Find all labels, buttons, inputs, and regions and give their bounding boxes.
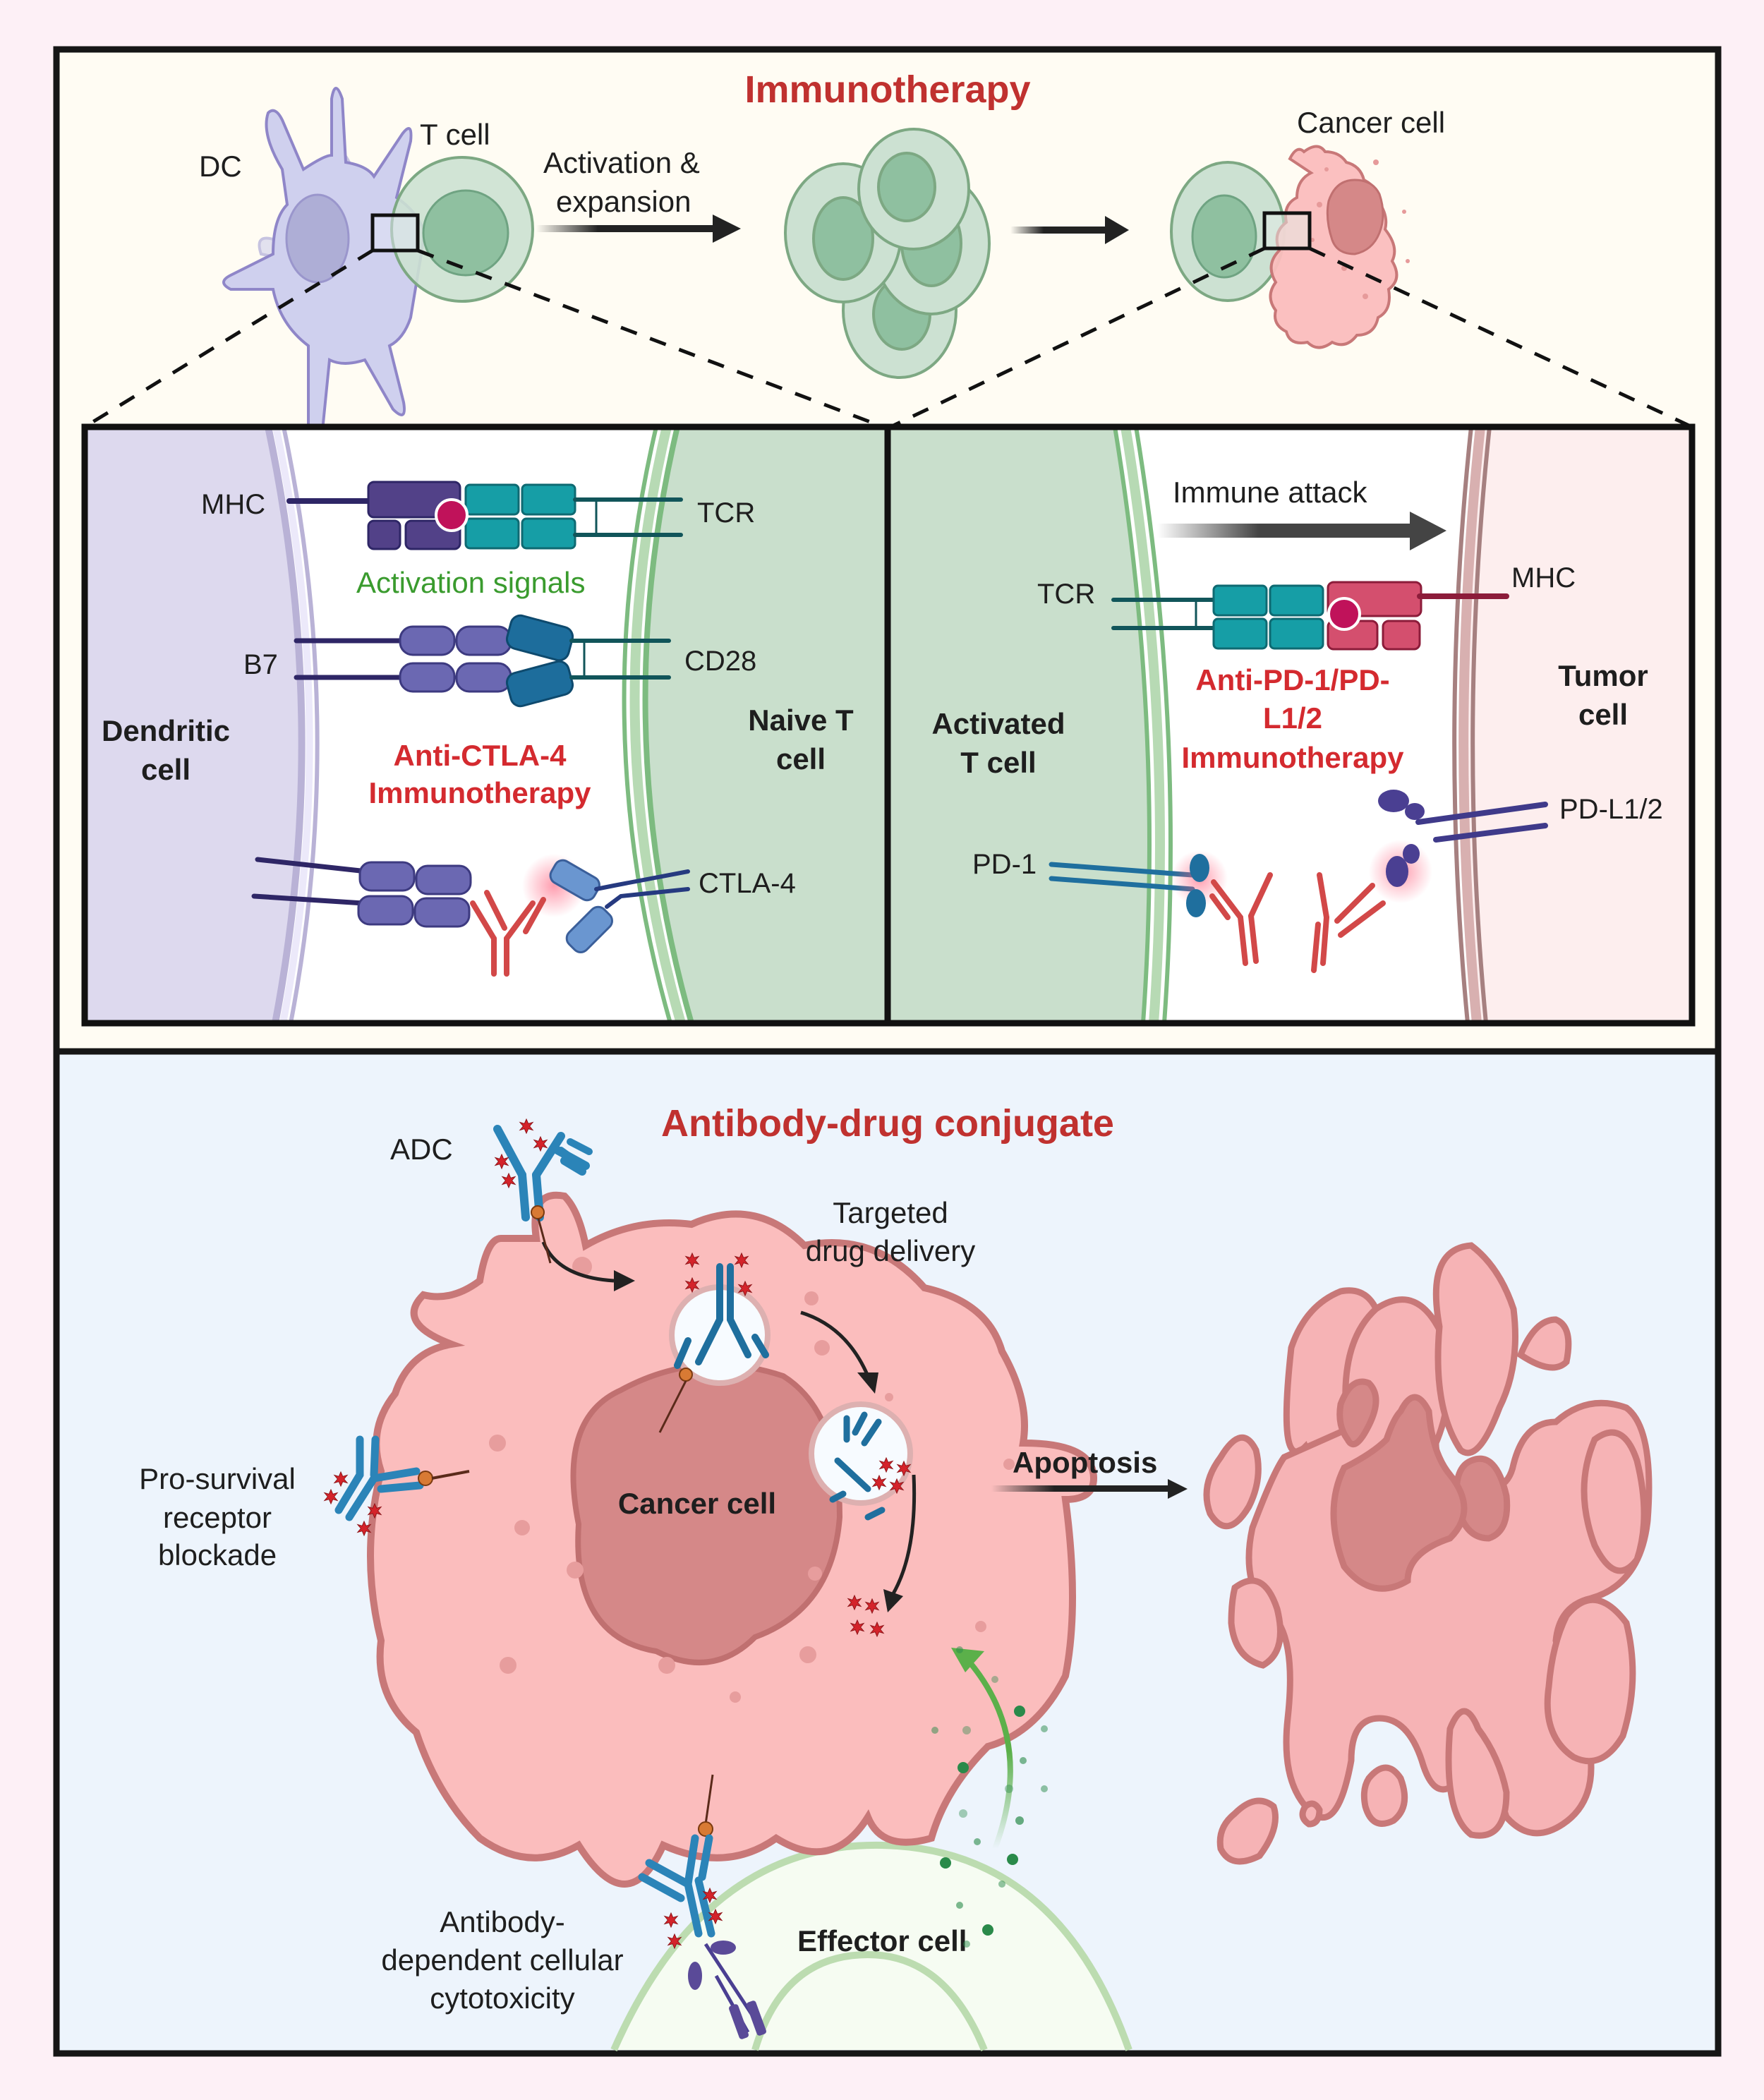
adcc-line3: cytotoxicity: [430, 1981, 574, 2015]
adcc-line2: dependent cellular: [381, 1943, 623, 1977]
anti-ctla4-label-line2: Immunotherapy: [368, 776, 591, 809]
targeted-delivery-line2: drug delivery: [806, 1234, 975, 1267]
tcr-label-right: TCR: [1037, 579, 1095, 610]
tcr-mhc-complex: [1111, 581, 1509, 651]
immune-attack-label: Immune attack: [1173, 476, 1367, 509]
tumor-cell-label-line2: cell: [1578, 698, 1628, 731]
attack-arrow: [1010, 216, 1129, 244]
mhc-label-left: MHC: [201, 489, 265, 520]
pro-survival-line2: receptor: [163, 1501, 272, 1534]
apoptosis-arrow: [991, 1479, 1188, 1499]
apoptosis-label: Apoptosis: [1013, 1446, 1157, 1479]
pdl-label: PD-L1/2: [1559, 794, 1663, 825]
arrowhead: [857, 1372, 878, 1394]
activated-tcell-membrane: [888, 427, 1149, 1023]
cancer-cell-label: Cancer cell: [1297, 106, 1445, 139]
pd1-receptor: [1049, 850, 1386, 973]
zoom-box-tcell-cancer: [1262, 211, 1312, 251]
tcell-illustration: [390, 156, 534, 303]
pro-survival-line3: blockade: [158, 1538, 277, 1571]
tumor-cell-membrane: [1464, 427, 1692, 1023]
dendritic-cell-label-line1: Dendritic: [102, 714, 230, 747]
targeted-delivery-line1: Targeted: [833, 1196, 948, 1229]
naive-tcell-membrane: [645, 427, 888, 1023]
adcc-antibody: [638, 1774, 767, 2039]
dendritic-cell-illustration: [222, 87, 427, 442]
adc-title: Antibody-drug conjugate: [661, 1102, 1114, 1145]
expanded-tcells: [784, 128, 991, 379]
endosome-intact-adc: [658, 1253, 771, 1433]
b7-label: B7: [243, 649, 278, 680]
tcell-label: T cell: [420, 118, 490, 151]
adc-panel: Antibody-drug conjugate Effector cell Ca…: [53, 1048, 1722, 2057]
naive-tcell-label-line1: Naive T: [748, 704, 854, 737]
anti-ctla4-label-line1: Anti-CTLA-4: [394, 739, 567, 772]
pro-survival-line1: Pro-survival: [139, 1462, 296, 1495]
ctla4-inset: MHC TCR Activation signals B7 CD28 Dendr…: [85, 426, 888, 1025]
zoom-guide-lines: [83, 246, 1693, 429]
b7-cd28-complex: [294, 614, 671, 708]
activation-signals-label: Activation signals: [356, 566, 586, 599]
pd1-inset: Immune attack TCR MHC: [888, 426, 1692, 1024]
adcc-line1: Antibody-: [440, 1905, 564, 1938]
naive-tcell-label-line2: cell: [776, 742, 826, 776]
adc-label: ADC: [390, 1133, 453, 1166]
mhc-tcr-complex: [286, 481, 683, 550]
activation-label-line2: expansion: [556, 185, 691, 218]
cd28-label: CD28: [684, 646, 756, 677]
anti-pd1-label-line1: Anti-PD-1/PD-: [1195, 663, 1389, 696]
mhc-label-right: MHC: [1511, 562, 1576, 593]
activated-tcell-label-line2: T cell: [960, 746, 1036, 779]
adc-antibody: [493, 1118, 593, 1264]
immunotherapy-title: Immunotherapy: [744, 68, 1030, 111]
anti-pd1-label-line2: L1/2: [1263, 701, 1322, 735]
tcell-cancer-illustration: [1170, 145, 1410, 349]
pro-survival-antibody: [324, 1435, 470, 1536]
endosome-degraded-adc: [809, 1401, 913, 1521]
tumor-cell-label-line1: Tumor: [1558, 659, 1648, 692]
apoptotic-cell-fragments: [1203, 1242, 1653, 1865]
activation-arrow: [536, 215, 741, 243]
pd1-label: PD-1: [972, 849, 1037, 880]
cancer-cell-label: Cancer cell: [618, 1487, 776, 1520]
arrowhead: [883, 1589, 903, 1612]
arrowhead: [614, 1270, 635, 1291]
anti-pd1-label-line3: Immunotherapy: [1181, 741, 1404, 774]
effector-cell-label: Effector cell: [797, 1924, 967, 1957]
pdl-receptors: [1369, 790, 1548, 903]
dendritic-cell-label-line2: cell: [141, 753, 191, 786]
zoom-box-dc-tcell: [370, 213, 420, 253]
cytotoxic-granules: [931, 1646, 1048, 1948]
dc-label: DC: [199, 150, 242, 183]
tcr-label-left: TCR: [697, 497, 755, 529]
ctla4-blockade: [251, 854, 690, 977]
ctla4-label: CTLA-4: [699, 868, 796, 899]
immunotherapy-panel: Immunotherapy DC T cell Activation & exp…: [53, 46, 1722, 1055]
immune-attack-arrow: [1157, 512, 1446, 550]
activation-label-line1: Activation &: [543, 146, 700, 179]
activated-tcell-label-line1: Activated: [931, 707, 1065, 740]
cancer-cell-main: [367, 1191, 1098, 1888]
dendritic-cell-membrane: [85, 427, 302, 1023]
